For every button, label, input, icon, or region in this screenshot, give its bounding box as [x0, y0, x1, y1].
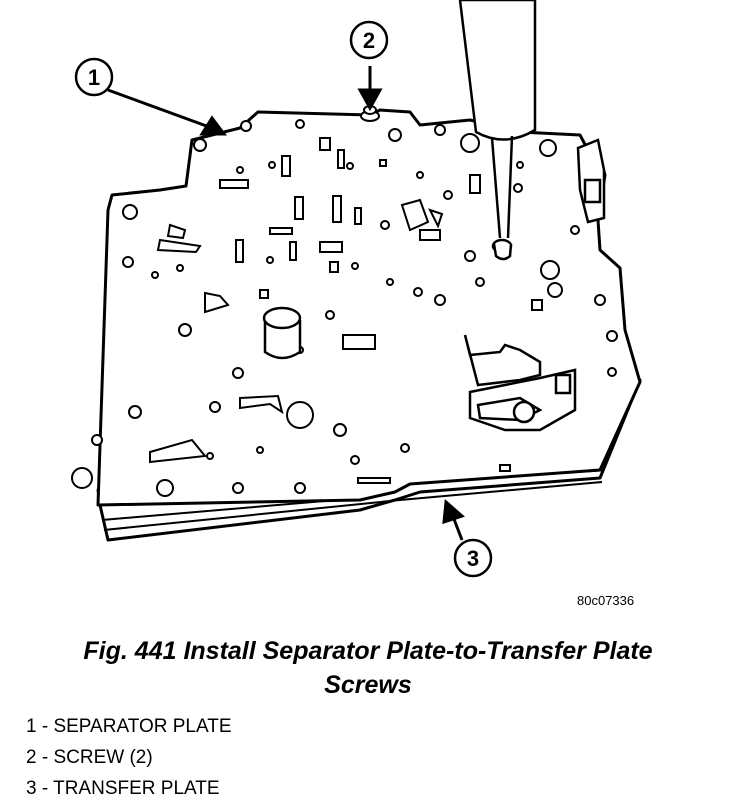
plate-holes [71, 119, 618, 497]
caption-line-1: Fig. 441 Install Separator Plate-to-Tran… [83, 637, 653, 665]
figure-id: 80c07336 [577, 593, 635, 608]
plate-boss [262, 306, 302, 360]
separator-plate-diagram: 1 2 3 [71, 0, 642, 578]
callout-1: 1 [74, 57, 114, 97]
legend-item-separator-plate: 1 - SEPARATOR PLATE [26, 716, 232, 737]
leader-arrows [107, 66, 465, 541]
transfer-plate-pocket [463, 334, 577, 432]
caption-line-2: Screws [324, 671, 412, 699]
callout-3: 3 [453, 538, 493, 578]
callout-2: 2 [349, 20, 389, 60]
legend-item-screw: 2 - SCREW (2) [26, 747, 153, 768]
callout-3-label: 3 [467, 546, 479, 571]
callout-2-label: 2 [363, 28, 375, 53]
legend: 1 - SEPARATOR PLATE 2 - SCREW (2) 3 - TR… [26, 711, 232, 804]
figure-caption: Fig. 441 Install Separator Plate-to-Tran… [0, 634, 736, 702]
screwdriver [458, 0, 537, 261]
callout-1-label: 1 [88, 65, 100, 90]
legend-item-transfer-plate: 3 - TRANSFER PLATE [26, 778, 220, 799]
screw-installed [360, 105, 380, 122]
plate-bracket [576, 138, 606, 224]
